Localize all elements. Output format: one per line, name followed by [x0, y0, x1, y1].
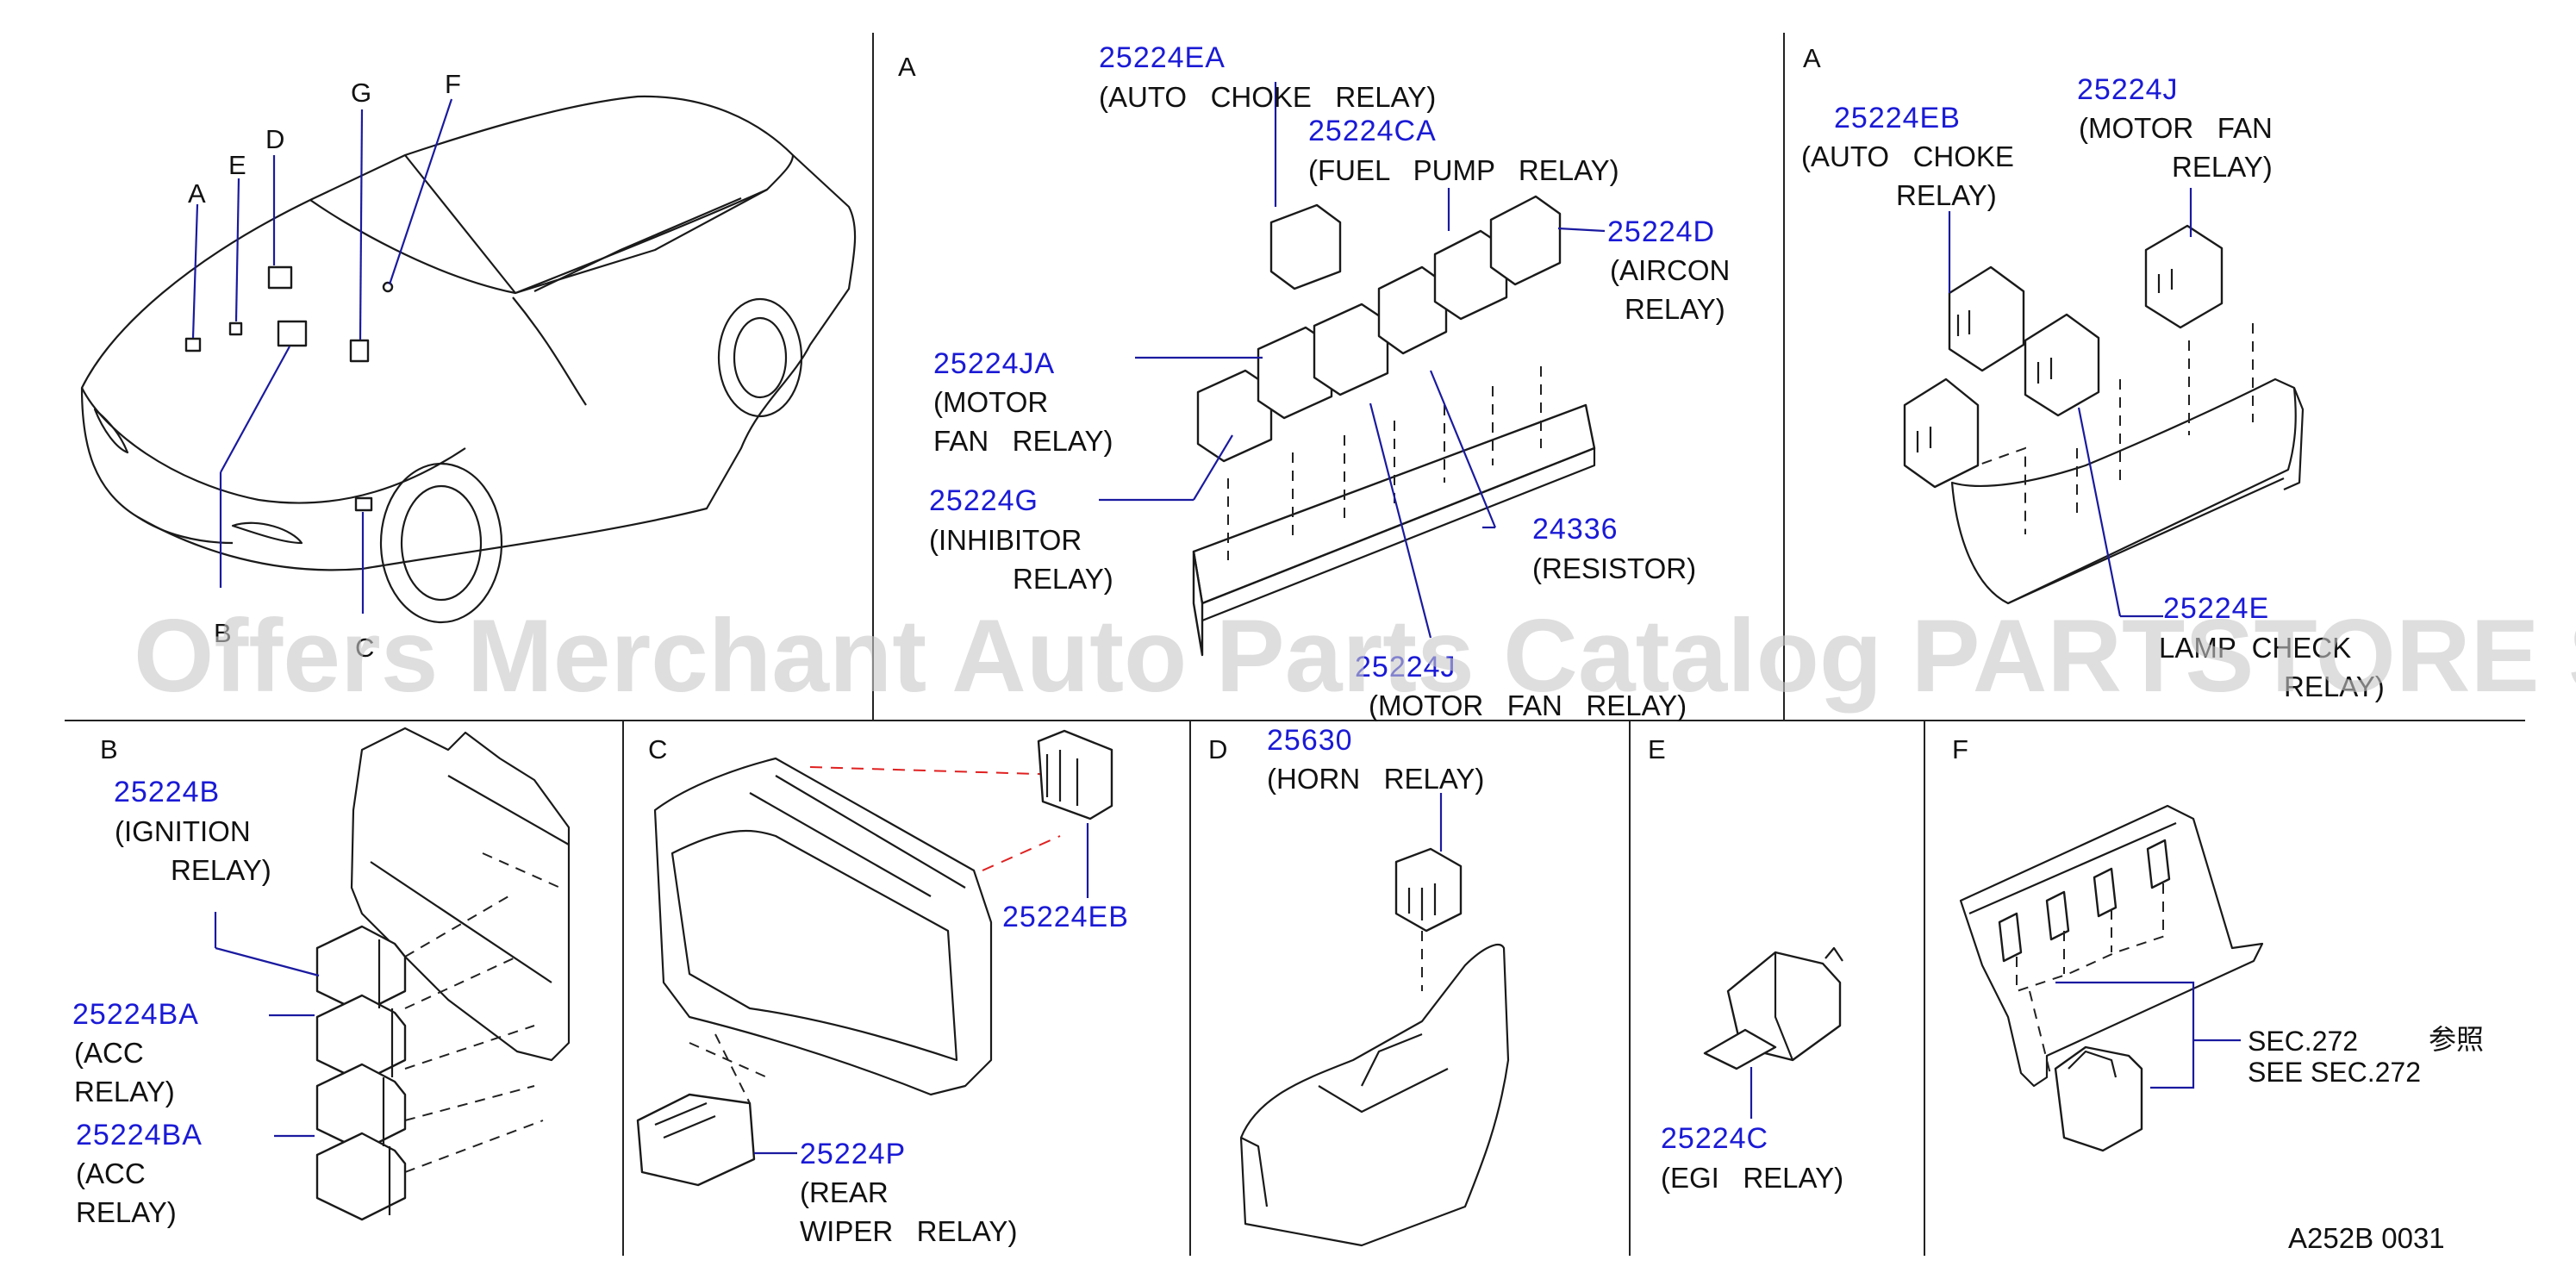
- part-name-motor: (MOTOR: [933, 386, 1048, 418]
- part-name-auto-choke: (AUTO CHOKE: [1801, 140, 2014, 172]
- car-location-C: C: [355, 633, 374, 663]
- part-name-acc-1: (ACC: [74, 1037, 144, 1069]
- part-name-auto-choke-relay: (AUTO CHOKE RELAY): [1099, 81, 1436, 113]
- part-name-lamp-check: LAMP CHECK: [2159, 632, 2351, 664]
- part-name-ignition: (IGNITION: [115, 815, 251, 847]
- see-section-english: SEE SEC.272: [2248, 1057, 2421, 1088]
- part-name-motor-fan-relay-rear: RELAY): [2172, 151, 2273, 183]
- panel-b: B 25224B (IGNITION RELAY) 25224BA (ACC R…: [72, 727, 571, 1228]
- part-name-acc-2: (ACC: [76, 1157, 146, 1189]
- part-number-25224BA-2: 25224BA: [76, 1119, 203, 1151]
- horn-relay: [1394, 847, 1463, 933]
- car-location-A: A: [188, 178, 206, 209]
- part-name-inhibitor-relay: RELAY): [1013, 563, 1113, 595]
- panel-d: D 25630 (HORN RELAY): [1208, 724, 1510, 1247]
- part-number-25224J-front: 25224J: [1355, 651, 1456, 683]
- relay-block-front: [1196, 195, 1562, 463]
- car-location-D: D: [265, 124, 284, 154]
- relay-f: [2054, 1045, 2143, 1152]
- panel-b-letter: B: [100, 734, 118, 764]
- part-number-25224J-rear: 25224J: [2077, 73, 2179, 106]
- relay-sockets-f: [1998, 839, 2171, 963]
- see-section-reference: SEC.272: [2248, 1026, 2358, 1057]
- part-number-25224D: 25224D: [1607, 215, 1715, 248]
- part-name-rear: (REAR: [800, 1176, 889, 1208]
- panel-f: F SEC.272 参照 SEE SEC.272: [1952, 734, 2484, 1152]
- part-number-25224CA: 25224CA: [1308, 115, 1437, 147]
- part-name-aircon-relay: RELAY): [1625, 293, 1725, 325]
- see-section-japanese: 参照: [2429, 1024, 2484, 1055]
- car-location-F: F: [445, 69, 461, 99]
- part-number-25224EA: 25224EA: [1099, 41, 1226, 74]
- relay-c-top: [1037, 729, 1113, 820]
- part-name-resistor: (RESISTOR): [1532, 552, 1696, 584]
- part-name-horn-relay: (HORN RELAY): [1267, 763, 1484, 795]
- part-name-aircon: (AIRCON: [1610, 254, 1730, 286]
- car-location-G: G: [351, 78, 371, 108]
- part-number-25224EB-rear: 25224EB: [1834, 102, 1961, 134]
- part-number-25224BA-1: 25224BA: [72, 998, 199, 1031]
- part-name-lamp-check-relay: RELAY): [2284, 671, 2385, 702]
- watermark: Offers Merchant Auto Parts Catalog PARTS…: [134, 598, 2576, 714]
- panel-a-rear-letter: A: [1803, 43, 1821, 73]
- panel-f-letter: F: [1952, 734, 1968, 764]
- figure-code: A252B 0031: [2288, 1222, 2445, 1254]
- car-overview: A B C D E F G: [80, 69, 857, 663]
- relay-c-bottom: [636, 1093, 756, 1187]
- part-name-wiper-relay: WIPER RELAY): [800, 1215, 1017, 1247]
- egi-relay: [1703, 946, 1843, 1070]
- part-name-fuel-pump-relay: (FUEL PUMP RELAY): [1308, 154, 1619, 186]
- part-name-acc-relay-1: RELAY): [74, 1076, 175, 1107]
- part-name-auto-choke-relay-rear: RELAY): [1896, 179, 1997, 211]
- panel-frames: [65, 33, 2525, 1256]
- relay-block-rear: [1903, 224, 2224, 489]
- relay-stack-b: [315, 925, 407, 1221]
- part-name-motor-fan-relay-front: (MOTOR FAN RELAY): [1369, 689, 1687, 721]
- part-number-25224P: 25224P: [800, 1138, 906, 1170]
- part-name-fan-relay: FAN RELAY): [933, 425, 1113, 457]
- part-number-25224B: 25224B: [114, 776, 220, 808]
- panel-d-letter: D: [1208, 734, 1227, 764]
- panel-c-letter: C: [648, 734, 667, 764]
- part-number-25224EB-c: 25224EB: [1002, 901, 1129, 933]
- part-name-egi-relay: (EGI RELAY): [1661, 1162, 1843, 1194]
- panel-e-letter: E: [1648, 734, 1666, 764]
- part-name-motor-fan: (MOTOR FAN: [2079, 112, 2273, 144]
- panel-a-rear: A 25224EB (AUTO CHOKE RELAY) 25224J (MOT…: [1801, 43, 2385, 702]
- part-number-25630: 25630: [1267, 724, 1353, 757]
- part-number-25224G: 25224G: [929, 484, 1039, 517]
- part-name-inhibitor: (INHIBITOR: [929, 524, 1082, 556]
- part-name-acc-relay-2: RELAY): [76, 1196, 177, 1228]
- panel-a-front-letter: A: [898, 52, 916, 82]
- panel-a-front: A 25224EA (AUTO CHOKE RELAY) 25224CA (FU…: [898, 41, 1730, 721]
- panel-c: C 25224EB 25224P (REAR WIPER RELAY): [636, 729, 1129, 1247]
- part-number-25224E: 25224E: [2163, 592, 2269, 625]
- part-number-25224C: 25224C: [1661, 1122, 1768, 1155]
- panel-e: E 25224C (EGI RELAY): [1648, 734, 1843, 1194]
- car-location-E: E: [228, 150, 246, 180]
- part-number-25224JA: 25224JA: [933, 347, 1055, 380]
- part-number-24336: 24336: [1532, 513, 1619, 546]
- car-location-B: B: [214, 618, 232, 648]
- part-name-ignition-relay: RELAY): [171, 854, 271, 886]
